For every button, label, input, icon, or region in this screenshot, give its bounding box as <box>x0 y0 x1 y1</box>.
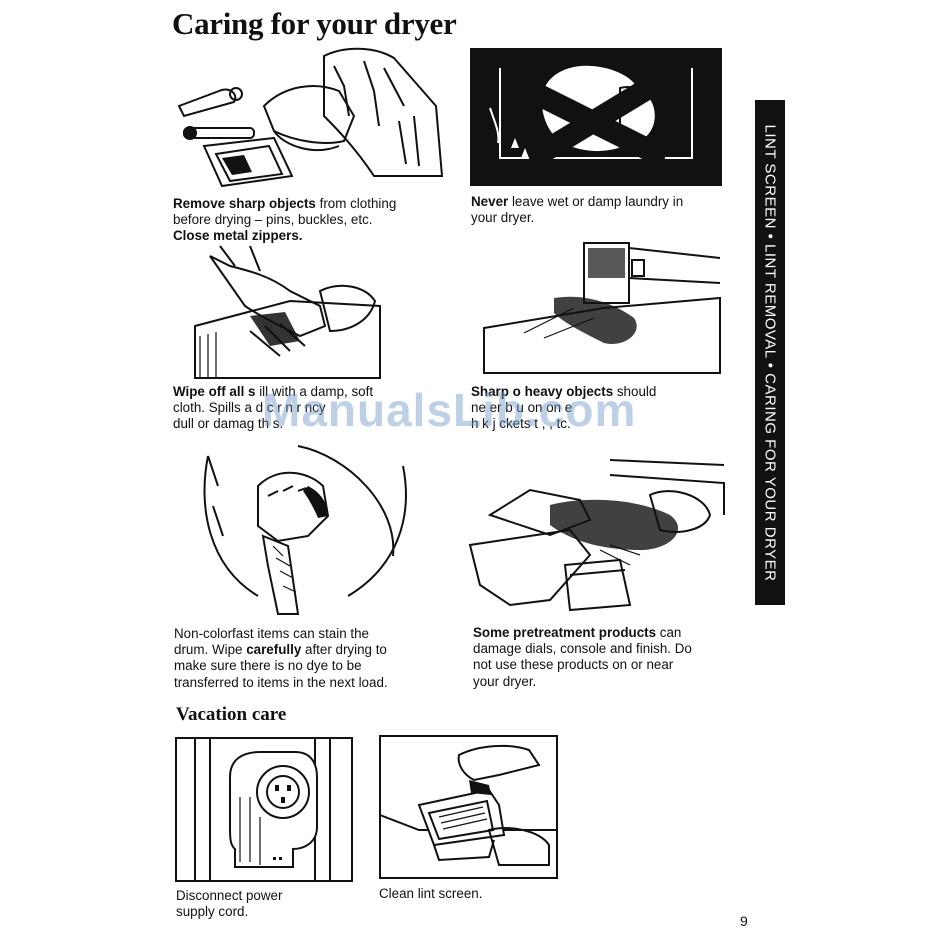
side-tab-label: LINT SCREEN • LINT REMOVAL • CARING FOR … <box>761 124 779 581</box>
power-cord-illustration <box>175 737 353 882</box>
page-title: Caring for your dryer <box>172 6 457 41</box>
section-side-tab: LINT SCREEN • LINT REMOVAL • CARING FOR … <box>755 100 785 605</box>
heavy-objects-illustration <box>483 242 721 374</box>
drum-wipe-illustration <box>203 445 407 615</box>
lint-screen-illustration <box>379 735 558 879</box>
vacation-item-disconnect: Disconnect power supply cord. <box>176 888 283 920</box>
tip-non-colorfast: Non-colorfast items can stain the drum. … <box>174 626 388 690</box>
vacation-item-clean-lint: Clean lint screen. <box>379 886 483 901</box>
watermark: ManualsLib.com <box>262 384 637 436</box>
wet-laundry-illustration <box>470 48 722 186</box>
tip-never-wet: Never leave wet or damp laundry in your … <box>471 194 684 226</box>
tip-heavy-objects: Sharp o heavy objects should ne er b u o… <box>471 384 657 432</box>
pretreatment-illustration <box>468 459 725 612</box>
wipe-spills-illustration <box>194 245 381 379</box>
tip-sharp-objects: Remove sharp objects from clothing befor… <box>173 196 397 244</box>
sharp-objects-illustration <box>177 47 444 188</box>
page-number: 9 <box>740 913 748 929</box>
tip-pretreatment: Some pretreatment products can damage di… <box>473 625 692 689</box>
tip-wipe-spills: Wipe off all s ill with a damp, soft clo… <box>173 384 374 432</box>
vacation-care-heading: Vacation care <box>176 704 287 725</box>
